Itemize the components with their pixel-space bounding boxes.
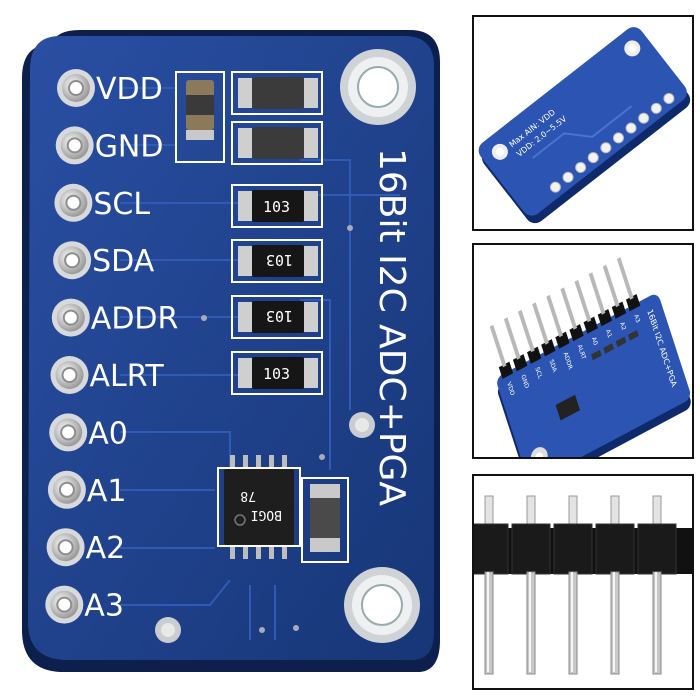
- header-pad-vdd: [57, 69, 95, 107]
- thumb2-pin-label: A0: [590, 336, 599, 347]
- header-pad-a2: [46, 528, 85, 567]
- header-pin: [595, 495, 635, 675]
- resistor-code: 103: [263, 365, 290, 383]
- thumb-pad: [625, 122, 637, 134]
- thumb2-pin: [489, 324, 514, 379]
- thumb-pad: [612, 132, 624, 144]
- thumb-pinheader-svg: [474, 476, 692, 688]
- header-pad-column: [45, 69, 95, 624]
- pin-label-alrt: ALRT: [90, 359, 165, 394]
- header-pad-a1: [47, 470, 86, 509]
- header-pad-a3: [45, 585, 84, 624]
- pin-label-gnd: GND: [95, 129, 164, 164]
- header-pad-scl: [54, 183, 93, 222]
- pin-label-a3: A3: [84, 589, 124, 624]
- header-pad-sda: [53, 241, 92, 280]
- vias: [155, 225, 375, 643]
- pin-label-addr: ADDR: [91, 302, 179, 337]
- thumb2-pin: [616, 257, 641, 312]
- thumb2-pin: [574, 279, 598, 334]
- resistor-r2: 103: [231, 239, 323, 283]
- pin-label-a1: A1: [87, 474, 127, 509]
- thumb-pad: [549, 181, 561, 193]
- header-pad-a0: [49, 413, 88, 452]
- thumb-pad: [638, 112, 650, 124]
- ti-logo-mark: [234, 514, 246, 526]
- thumb2-pin: [503, 317, 528, 372]
- resistor-r3: 103: [231, 295, 323, 339]
- thumb2-pin-label: SDA: [548, 358, 558, 374]
- thumb-pcb: [478, 27, 687, 216]
- resistor-r4: 103: [231, 351, 323, 395]
- board-title: 16Bit I2C ADC+PGA: [371, 148, 412, 506]
- header-pin: [511, 495, 551, 675]
- resistor-code: 103: [263, 198, 290, 216]
- thumbnail-board-back[interactable]: Max AIN: VDD VDD: 2.0~5.5V: [472, 15, 694, 231]
- header-pad-addr: [51, 298, 90, 337]
- resistor-code: 103: [266, 251, 293, 269]
- capacitor-c4: [301, 477, 349, 563]
- capacitor-c3: [231, 121, 323, 165]
- thumb2-pin-label: A3: [632, 313, 641, 324]
- capacitor-c2: [231, 71, 323, 115]
- mounting-hole-top: [340, 49, 416, 125]
- header-pad-alrt: [50, 356, 89, 394]
- thumb2-pin: [588, 272, 613, 327]
- thumb-pad: [575, 161, 587, 173]
- thumb2-pin: [602, 264, 627, 319]
- header-pin: [474, 495, 509, 675]
- header-pad-gnd: [55, 126, 94, 165]
- resistor-array: 103 103 103 103: [231, 184, 323, 395]
- thumb2-pin-label: GND: [519, 373, 530, 390]
- header-pin: [553, 495, 593, 675]
- thumb2-pin-label: SCL: [534, 366, 544, 381]
- thumb2-pin-label: ALRT: [576, 343, 587, 361]
- thumb-pad: [587, 152, 599, 164]
- chip-marking-1: BOGI: [251, 507, 282, 522]
- thumb2-pin-label: A1: [604, 328, 613, 339]
- mounting-hole-bottom: [344, 567, 420, 643]
- thumb2-pin-label: VDD: [505, 381, 515, 397]
- pin-label-scl: SCL: [93, 187, 150, 222]
- adc-ic-chip: BOGI 78: [217, 455, 301, 559]
- thumb2-pin: [518, 309, 542, 364]
- thumb2-pin-label: A2: [618, 321, 627, 332]
- thumb-pad: [650, 102, 662, 114]
- thumb-pad: [663, 93, 675, 105]
- thumbnail-pin-header[interactable]: [472, 474, 694, 690]
- pin-label-a2: A2: [86, 531, 126, 566]
- thumb2-pin-label: ADDR: [562, 351, 574, 372]
- thumb2-pin: [560, 287, 584, 342]
- pin-header-strip: [474, 495, 692, 675]
- thumb2-pin: [546, 294, 570, 349]
- pin-label-sda: SDA: [92, 244, 155, 279]
- capacitor-c1: [175, 71, 225, 163]
- header-pin: [637, 495, 677, 675]
- thumb-back-svg: Max AIN: VDD VDD: 2.0~5.5V: [474, 17, 692, 229]
- chip-marking-2: 78: [240, 488, 256, 503]
- resistor-code: 103: [266, 307, 293, 325]
- thumb2-pin: [532, 302, 556, 357]
- resistor-r1: 103: [231, 184, 323, 228]
- thumb2-pcb: [497, 294, 691, 457]
- thumb-pad: [562, 171, 574, 183]
- thumb-pad: [600, 142, 612, 154]
- pin-label-a0: A0: [88, 416, 128, 451]
- pin-label-vdd: VDD: [96, 72, 163, 107]
